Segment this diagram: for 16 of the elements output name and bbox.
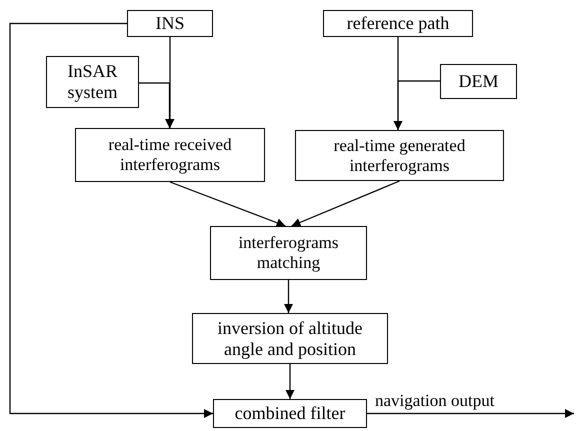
arrow bbox=[394, 80, 440, 130]
process-box: DEM bbox=[440, 64, 517, 99]
process-box: InSAR system bbox=[46, 56, 139, 108]
arrow bbox=[286, 364, 294, 399]
process-box: real-time generated interferograms bbox=[295, 130, 504, 181]
arrow bbox=[284, 280, 293, 313]
arrow bbox=[170, 181, 286, 227]
process-box: real-time received interferograms bbox=[75, 128, 265, 182]
process-box: reference path bbox=[323, 10, 473, 37]
arrow bbox=[9, 22, 213, 418]
process-box: inversion of altitude angle and position bbox=[192, 313, 388, 364]
arrow bbox=[367, 409, 574, 418]
process-box: combined filter bbox=[213, 399, 367, 428]
arrow bbox=[291, 180, 400, 227]
process-box: interferograms matching bbox=[210, 226, 367, 280]
process-box: INS bbox=[127, 10, 213, 37]
